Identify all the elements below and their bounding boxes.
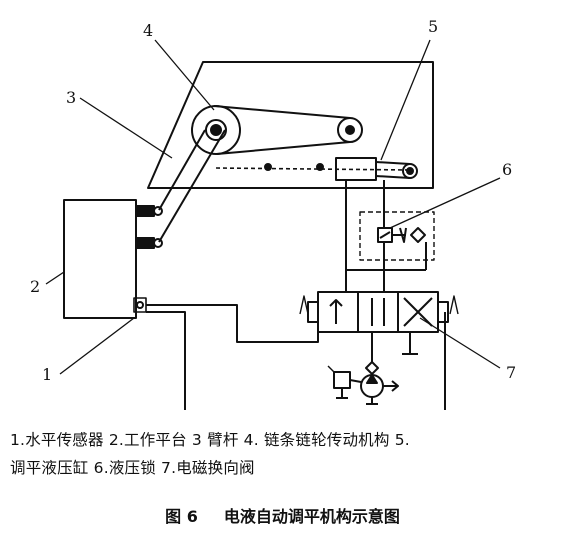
callout-labels: 1 2 3 4 5 6 7 xyxy=(30,17,516,384)
legend-line-1: 1.水平传感器 2.工作平台 3 臂杆 4. 链条链轮传动机构 5. xyxy=(10,431,410,449)
label-5: 5 xyxy=(428,17,438,36)
hydraulic-lock xyxy=(359,211,435,261)
label-3: 3 xyxy=(66,88,76,107)
figure-number: 图 6 xyxy=(165,507,198,526)
figure-title: 电液自动调平机构示意图 xyxy=(223,507,400,526)
leveling-mechanism-diagram: 1 2 3 4 5 6 7 xyxy=(30,17,516,410)
component-legend: 1.水平传感器 2.工作平台 3 臂杆 4. 链条链轮传动机构 5. 调平液压缸… xyxy=(10,426,558,482)
leader-lines xyxy=(45,39,501,375)
level-sensor xyxy=(63,199,446,410)
label-4: 4 xyxy=(143,21,153,40)
label-2: 2 xyxy=(30,277,40,296)
legend-line-2: 调平液压缸 6.液压锁 7.电磁换向阀 xyxy=(10,459,255,477)
leveling-cylinder xyxy=(335,157,418,181)
figure-caption: 图 6 电液自动调平机构示意图 xyxy=(0,503,565,527)
label-1: 1 xyxy=(42,365,52,384)
label-6: 6 xyxy=(502,160,512,179)
pump-unit xyxy=(327,361,399,405)
work-platform xyxy=(147,61,434,189)
hydraulic-lines xyxy=(345,180,427,292)
arm-rod xyxy=(158,129,226,243)
solenoid-directional-valve xyxy=(299,291,459,362)
label-7: 7 xyxy=(506,363,516,382)
chain-sprocket-drive xyxy=(191,105,411,171)
